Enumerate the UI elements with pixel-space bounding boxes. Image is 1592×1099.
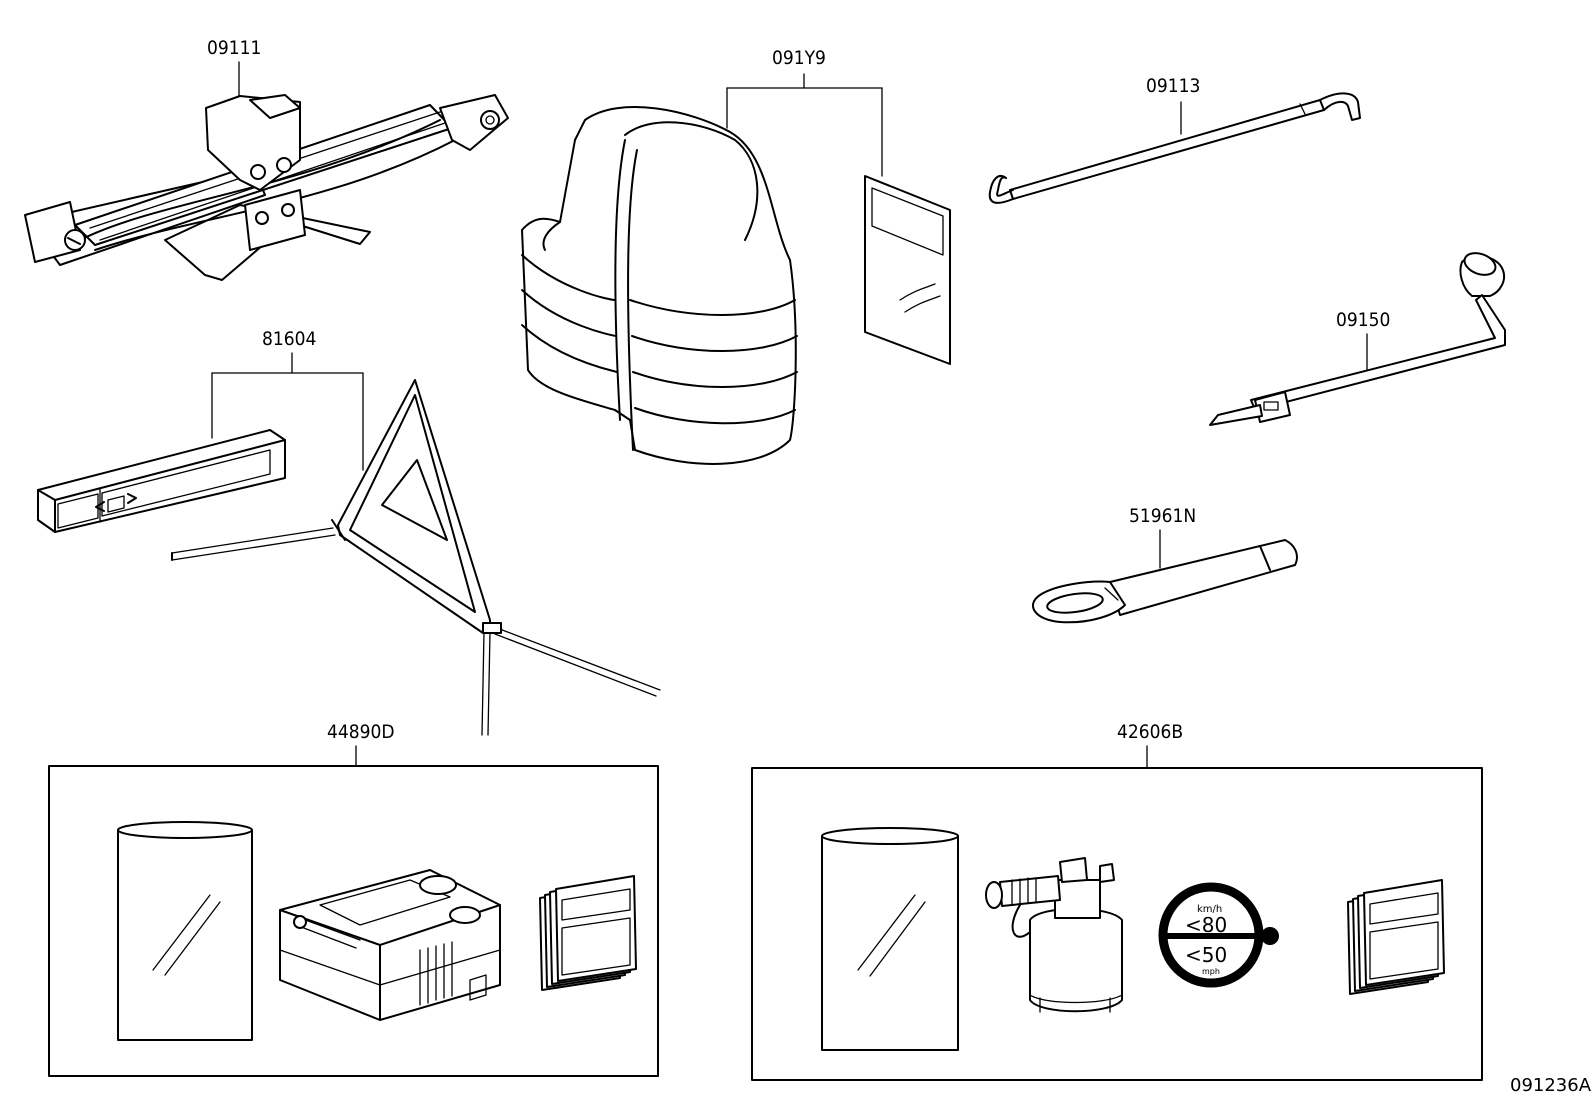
speed-unit-mph: mph <box>1202 967 1220 976</box>
manual-icon <box>1347 879 1445 995</box>
bag-icon <box>117 823 253 1041</box>
scissor-jack-part[interactable]: 09111 <box>24 37 509 281</box>
speed-value-mph: <50 <box>1185 943 1227 967</box>
part-label-09150[interactable]: 09150 <box>1336 309 1390 331</box>
safety-vest-part[interactable]: 091Y9 <box>521 47 951 465</box>
figure-id: 091236A <box>1510 1075 1592 1096</box>
part-label-091Y9[interactable]: 091Y9 <box>772 47 826 69</box>
bag-icon <box>821 829 959 1051</box>
sealant-bottle-icon <box>985 857 1123 1013</box>
kit-frame-42606B <box>751 767 1483 1081</box>
compressor-icon <box>279 869 501 1021</box>
part-label-51961N[interactable]: 51961N <box>1129 505 1196 527</box>
kit-frame-44890D <box>48 765 659 1077</box>
speed-unit-kmh: km/h <box>1197 904 1222 915</box>
part-label-81604[interactable]: 81604 <box>262 328 316 350</box>
towing-eye-part[interactable]: 51961N <box>1032 505 1298 624</box>
part-label-09111[interactable]: 09111 <box>207 37 261 59</box>
speed-value-kmh: <80 <box>1185 913 1227 937</box>
jack-handle-part[interactable]: 09113 <box>988 75 1361 204</box>
repair-kit-44890D[interactable]: 44890D <box>48 721 659 1077</box>
speed-limit-label: km/h <80 <50 mph <box>1158 882 1279 988</box>
wheel-wrench-part[interactable]: 09150 <box>1209 249 1506 426</box>
part-label-09113[interactable]: 09113 <box>1146 75 1200 97</box>
warning-triangle-part[interactable]: 81604 <box>37 328 661 736</box>
repair-kit-42606B[interactable]: 42606B km/h <80 <50 mph <box>751 721 1483 1081</box>
part-label-42606B[interactable]: 42606B <box>1117 721 1183 743</box>
manual-icon <box>539 875 637 991</box>
part-label-44890D[interactable]: 44890D <box>327 721 395 743</box>
